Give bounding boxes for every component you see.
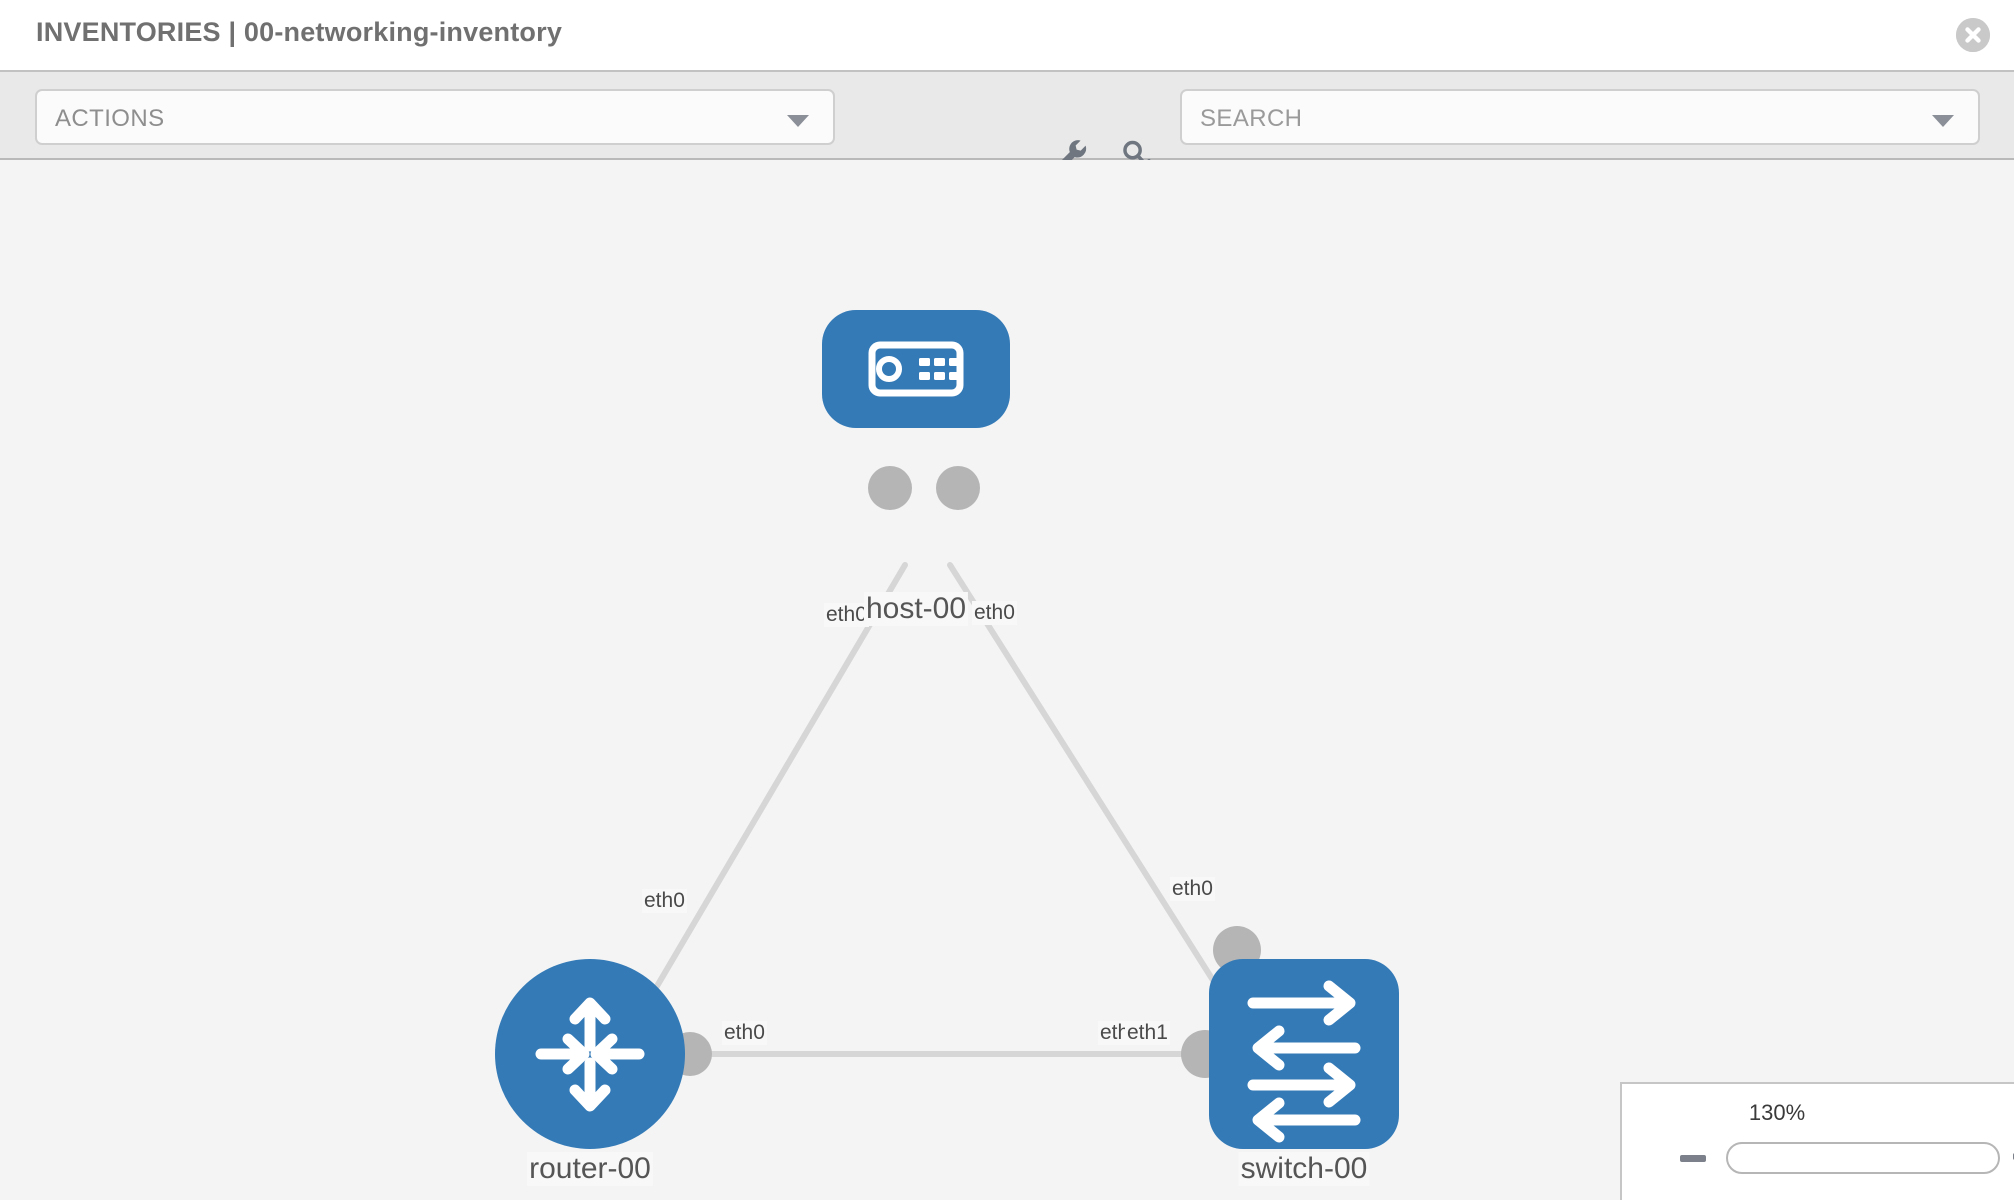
zoom-slider[interactable]: [1726, 1142, 2000, 1174]
port-label: eth1: [1125, 1021, 1170, 1045]
search-placeholder: SEARCH: [1200, 105, 1303, 132]
actions-dropdown-label: ACTIONS: [55, 105, 165, 132]
node-switch-00: [1209, 959, 1399, 1149]
topology-graph: [495, 310, 1399, 1149]
node-label-switch-00: switch-00: [1238, 1152, 1370, 1186]
toolbar: ACTIONS SEARCH: [0, 70, 2014, 173]
link-router-host: [637, 562, 908, 1018]
search-input[interactable]: SEARCH: [1180, 89, 1980, 145]
minus-icon[interactable]: [1680, 1155, 1706, 1162]
port-label: eth0: [824, 603, 869, 627]
topology-links: [637, 562, 1238, 1057]
node-router-00: [495, 959, 685, 1149]
page-title: INVENTORIES | 00-networking-inventory: [36, 17, 563, 47]
node-label-host-00: host-00: [863, 592, 969, 626]
page-header: INVENTORIES | 00-networking-inventory: [0, 0, 2014, 70]
chevron-down-icon[interactable]: [1932, 115, 1954, 127]
port-label: eth0: [722, 1021, 767, 1045]
node-label-router-00: router-00: [527, 1152, 653, 1186]
zoom-control-panel: 130%: [1620, 1082, 2014, 1200]
switch-arrows-icon: [1247, 980, 1361, 1143]
port-label: eth0: [642, 889, 687, 913]
port-host-right: [936, 466, 980, 510]
zoom-percent-label: 130%: [1748, 1100, 1806, 1125]
topology-ports: [668, 466, 1261, 1078]
actions-dropdown[interactable]: ACTIONS: [35, 89, 835, 145]
close-icon[interactable]: [1956, 18, 1990, 52]
port-host-left: [868, 466, 912, 510]
port-label: eth0: [972, 601, 1017, 625]
link-host-switch: [947, 562, 1238, 1018]
chevron-down-icon: [787, 115, 809, 127]
router-arrows-icon: [535, 997, 645, 1112]
topology-canvas[interactable]: eth0 eth0 eth0 eth0 eth0 eth eth1 host-0…: [0, 160, 2014, 1200]
port-label: eth: [1098, 1021, 1132, 1045]
node-host-00: [822, 310, 1010, 428]
port-label: eth0: [1170, 877, 1215, 901]
server-icon: [868, 341, 964, 397]
